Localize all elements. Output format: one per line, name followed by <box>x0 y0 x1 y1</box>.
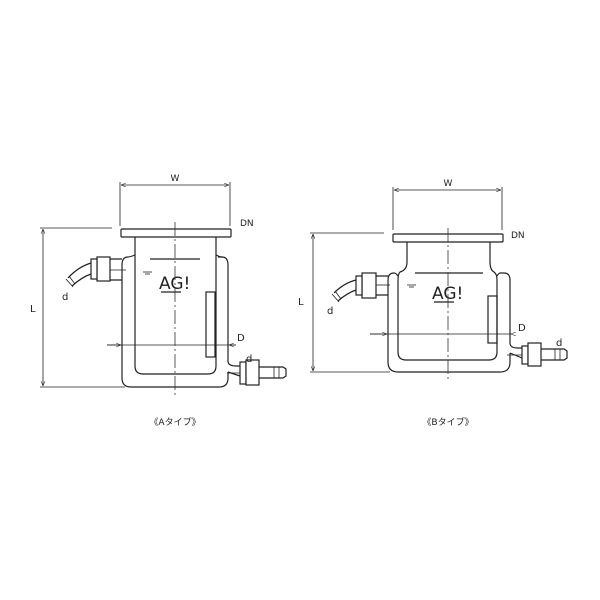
baffle <box>487 295 498 344</box>
water-level-icon <box>143 271 152 275</box>
length-dimension: L <box>298 232 390 373</box>
width-label: W <box>171 174 180 184</box>
length-label: L <box>30 304 36 315</box>
diameter-label: D <box>518 323 526 334</box>
width-label: W <box>444 179 453 189</box>
outlet-nozzle <box>507 342 568 367</box>
drawing-b-type: W DN L AG! D <box>298 179 568 428</box>
inner-vessel <box>134 237 217 375</box>
type-label: 《Bタイプ》 <box>422 417 473 428</box>
diameter-label: D <box>237 333 245 344</box>
drawing-a-type: W DN L AG! D <box>30 174 287 428</box>
water-level-icon <box>407 284 416 288</box>
width-dimension: W <box>392 179 503 230</box>
outlet-label: d <box>556 338 562 349</box>
length-label: L <box>298 297 304 308</box>
inner-vessel <box>397 242 498 361</box>
inlet-nozzle <box>65 256 126 288</box>
inlet-label: d <box>327 306 333 317</box>
outlet-nozzle <box>227 359 287 386</box>
dn-label: DN <box>511 231 525 241</box>
width-dimension: W <box>119 174 231 226</box>
length-dimension: L <box>30 227 125 388</box>
outer-jacket <box>387 272 511 373</box>
dn-label: DN <box>240 219 254 229</box>
inlet-label: d <box>62 292 68 303</box>
baffle <box>205 291 216 358</box>
outlet-label: d <box>246 354 252 365</box>
flange <box>120 228 232 238</box>
outer-jacket <box>121 256 229 388</box>
inlet-nozzle <box>331 272 390 303</box>
type-label: 《Aタイプ》 <box>149 417 200 428</box>
